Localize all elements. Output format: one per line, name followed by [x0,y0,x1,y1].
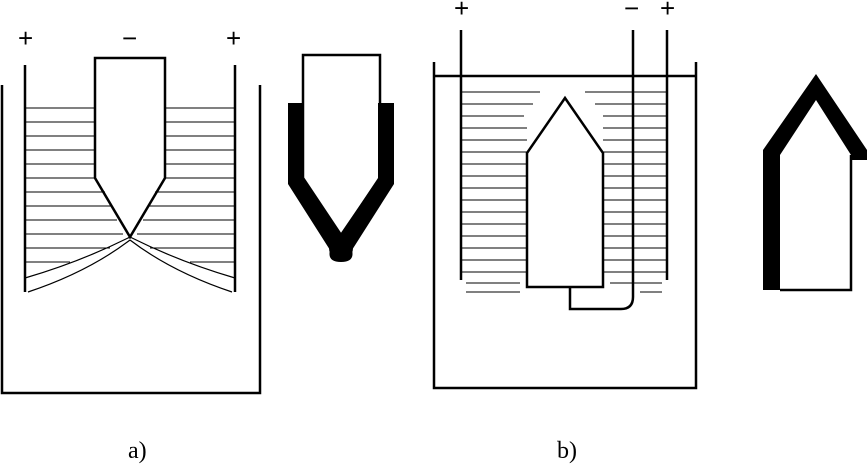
cathode-b [525,95,605,289]
auxiliary-anode-b [568,30,635,311]
caption-b: b) [557,438,577,464]
part-a [301,53,382,238]
part-b [780,155,853,292]
sign-center-a: − [122,23,137,53]
cathode-a [93,56,167,240]
result-a [288,53,394,262]
sign-left-b: + [454,0,469,23]
electrolyte-lines-a-right [137,107,235,263]
field-lines-a [24,236,236,293]
sign-left-a: + [18,23,33,53]
result-b [763,74,867,292]
panel-a: + − + a) [0,23,262,464]
deposit-a [288,103,394,262]
tank-a [0,85,262,395]
panel-b: + − + b) [432,0,698,464]
electrolyte-lines-a-left [25,107,123,263]
nodule-a [329,236,353,260]
tank-b [432,62,698,390]
sign-right-b: + [660,0,675,23]
electrolyte-lines-b-right [585,91,667,293]
deposit-b [763,74,867,290]
caption-a: a) [128,438,147,464]
electrolyte-lines-b-left [461,91,540,293]
sign-right-a: + [226,23,241,53]
sign-middle-b: − [624,0,639,23]
